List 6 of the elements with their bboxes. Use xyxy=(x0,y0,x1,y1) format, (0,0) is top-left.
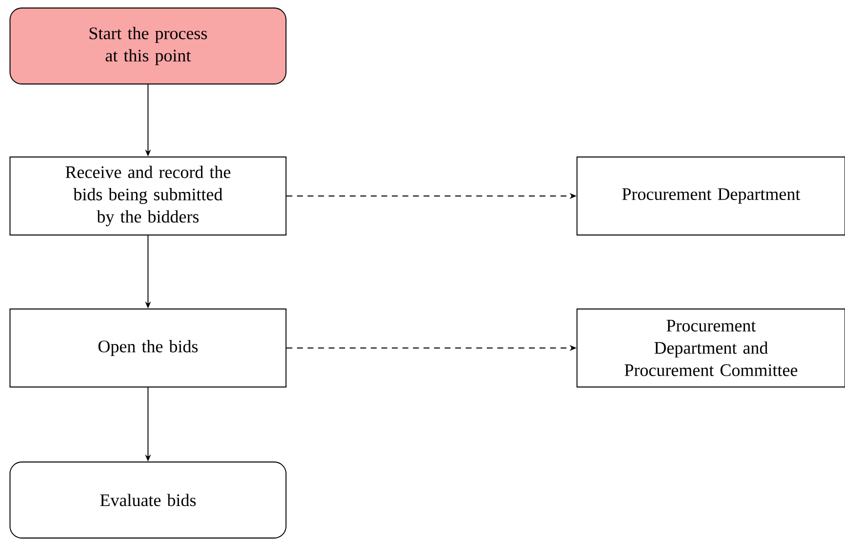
process-box: Receive and record the bids being submitted by the bidders xyxy=(10,156,286,236)
process-box: Open the bids xyxy=(10,308,286,388)
end-box: Evaluate bids xyxy=(10,462,286,538)
process-box: Procurement Department and Procurement Committee xyxy=(576,308,845,388)
start-box: Start the process at this point xyxy=(10,8,286,84)
process-box: Procurement Department xyxy=(576,156,845,236)
